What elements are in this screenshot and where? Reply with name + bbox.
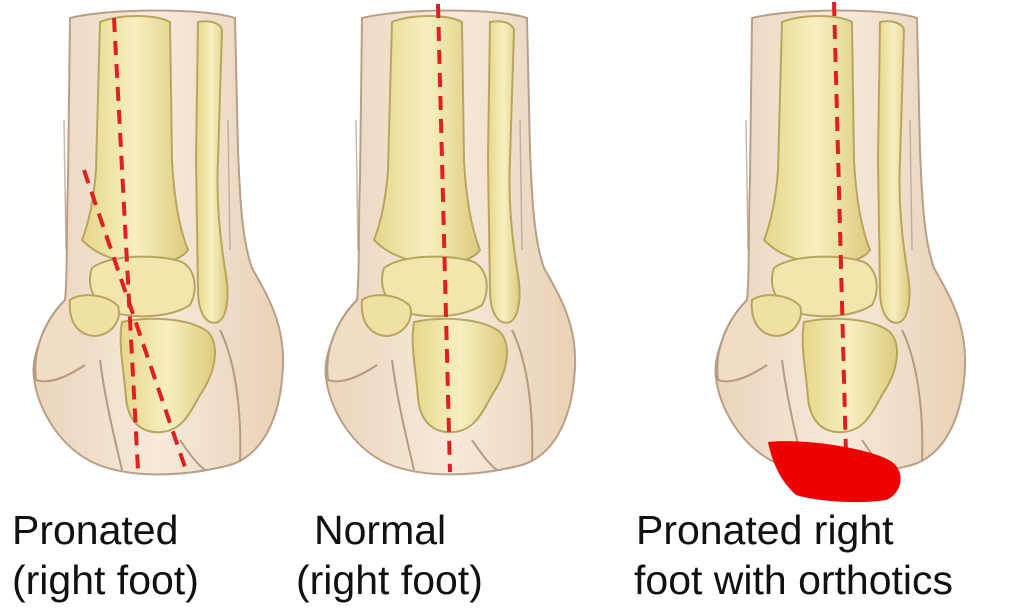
caption-line-2: foot with orthotics	[634, 555, 953, 605]
caption-line-1: Normal	[296, 505, 483, 555]
caption-normal: Normal (right foot)	[296, 505, 483, 605]
caption-line-2: (right foot)	[12, 555, 199, 605]
caption-pronated: Pronated (right foot)	[12, 505, 199, 605]
normal-ankle-illustration	[325, 4, 575, 474]
orthotic-ankle-illustration	[715, 2, 965, 502]
caption-line-2: (right foot)	[296, 555, 483, 605]
caption-line-1: Pronated	[12, 505, 199, 555]
caption-orthotic: Pronated right foot with orthotics	[636, 505, 953, 605]
caption-line-1: Pronated right	[636, 505, 953, 555]
pronated-ankle-illustration	[33, 11, 283, 475]
